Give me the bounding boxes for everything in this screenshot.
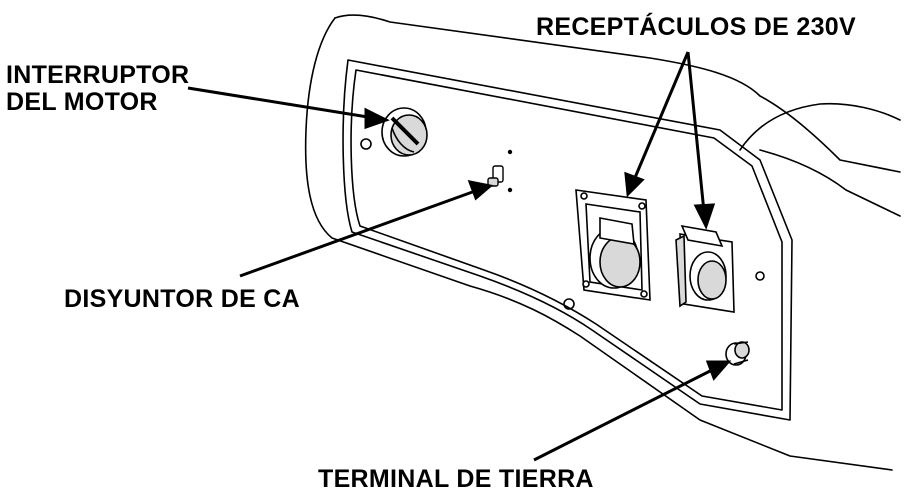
engine-switch-label-line2: DEL MOTOR bbox=[6, 88, 158, 116]
arrow-breaker-line bbox=[239, 188, 479, 278]
arrow-receptacle-right-head bbox=[693, 203, 716, 230]
arrow-receptacle-left-head bbox=[624, 171, 645, 198]
arrow-receptacle-left-line bbox=[632, 51, 690, 181]
receptacle-left bbox=[575, 189, 651, 301]
arrow-receptacle-right-line bbox=[686, 51, 706, 213]
housing-left-edge bbox=[304, 17, 893, 471]
control-panel-inner bbox=[350, 69, 783, 411]
housing-top-curve bbox=[739, 102, 901, 151]
housing-side bbox=[759, 149, 901, 217]
arrow-ground-head bbox=[705, 360, 732, 381]
arrow-ground-line bbox=[533, 366, 717, 462]
receptacles-label: RECEPTÁCULOS DE 230V bbox=[536, 13, 856, 41]
ac-breaker-label: DISYUNTOR DE CA bbox=[64, 285, 301, 313]
receptacle-right bbox=[675, 224, 735, 313]
leader-arrows bbox=[187, 51, 732, 462]
arrow-engine-switch-head bbox=[364, 107, 390, 130]
panel-hole bbox=[563, 298, 575, 310]
panel-hole bbox=[755, 271, 765, 281]
engine-switch-label: INTERRUPTOR DEL MOTOR bbox=[6, 62, 189, 116]
ground-terminal bbox=[725, 341, 750, 366]
housing-outline bbox=[334, 14, 901, 173]
engine-switch-label-line1: INTERRUPTOR bbox=[6, 61, 190, 89]
ac-breaker bbox=[487, 149, 513, 193]
control-panel-outline bbox=[342, 59, 793, 421]
engine-switch-knob bbox=[381, 107, 428, 157]
panel-hole bbox=[360, 138, 372, 150]
arrow-engine-switch-line bbox=[187, 86, 375, 120]
arrow-breaker-head bbox=[467, 179, 494, 201]
ground-terminal-label: TERMINAL DE TIERRA bbox=[318, 465, 594, 493]
